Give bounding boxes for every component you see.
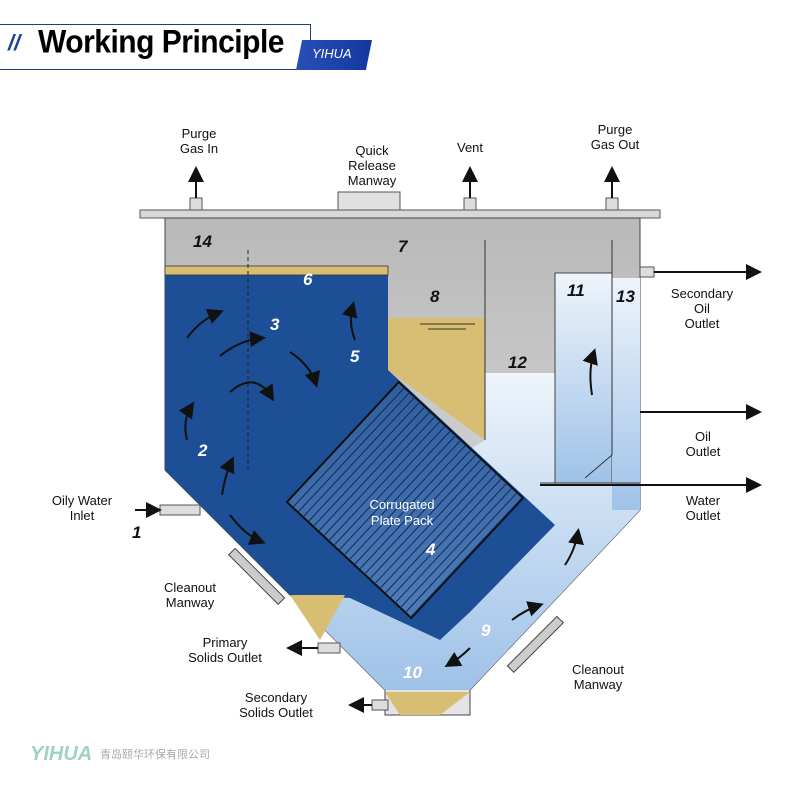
nozzles [135,264,762,713]
label-purge-gas-in: Purge [182,126,217,141]
number-6: 6 [303,270,313,289]
watermark-company: 青岛颐华环保有限公司 [100,747,210,761]
plate-line [343,434,457,556]
plate-line [389,477,503,599]
label-vent: Vent [457,140,483,155]
number-1: 1 [132,523,141,542]
plate-line [328,420,441,542]
number-4: 4 [425,540,436,559]
label-primary-solids-outlet: Solids Outlet [188,650,262,665]
label-oily-water-inlet: Oily Water [52,493,113,508]
plate-line [292,387,405,508]
label-corrugated-plate-pack: Plate Pack [371,513,434,528]
plate-line [394,482,508,604]
label-purge-gas-out: Purge [598,122,633,137]
label-secondary-solids-outlet: Secondary [245,690,308,705]
brand-logo: YIHUA [312,46,352,61]
labels: Purge Gas In Quick Release Manway Vent P… [52,122,734,720]
number-5: 5 [350,347,360,366]
callout-numbers: 1 2 3 4 5 6 7 8 9 10 11 13 12 14 [132,232,635,682]
plate-line [312,406,426,527]
number-14: 14 [193,232,212,251]
watermark-brand: YIHUA [30,743,92,765]
number-11: 11 [567,281,585,300]
label-primary-solids-outlet: Primary [203,635,248,650]
plate-line [297,391,411,513]
label-cleanout-manway-right: Manway [574,677,623,692]
top-nozzles [188,166,620,211]
plate-line [384,473,498,594]
plate-line [410,496,523,618]
number-10: 10 [403,663,422,682]
label-oily-water-inlet: Inlet [70,508,95,523]
number-9: 9 [481,621,491,640]
label-cleanout-manway-right: Cleanout [572,662,624,677]
label-cleanout-manway-left: Manway [166,595,215,610]
label-secondary-solids-outlet: Solids Outlet [239,705,313,720]
label-water-outlet: Water [686,493,721,508]
label-quick-release-manway: Manway [348,173,397,188]
plate-line [358,449,472,570]
number-12: 12 [508,353,527,372]
brand-badge: YIHUA [296,40,372,70]
plate-line [348,439,462,561]
label-secondary-oil-outlet: Secondary [671,286,734,301]
label-water-outlet: Outlet [686,508,721,523]
watermarks: YIHUA 青岛颐华环保有限公司 [30,743,210,765]
number-3: 3 [270,315,280,334]
page-title: Working Principle [38,24,285,61]
plate-line [364,454,477,575]
plate-line [369,458,482,580]
plate-line [317,411,431,532]
label-oil-outlet: Outlet [686,444,721,459]
label-secondary-oil-outlet: Outlet [685,316,720,331]
plate-line [374,463,487,585]
plate-line [302,396,416,518]
plate-line [307,401,421,523]
number-8: 8 [430,287,440,306]
header-slash-icon: // [8,30,21,55]
corrugated-plate-pack [285,380,525,620]
plate-line [353,444,467,566]
plate-line [338,430,452,551]
plate-line [399,487,513,609]
number-2: 2 [197,441,208,460]
plate-line [333,425,446,546]
header-banner [0,24,311,70]
number-7: 7 [398,237,409,256]
label-corrugated-plate-pack: Corrugated [369,497,434,512]
flow-arrows [178,301,598,668]
label-quick-release-manway: Release [348,158,396,173]
label-cleanout-manway-left: Cleanout [164,580,216,595]
label-purge-gas-out: Gas Out [591,137,640,152]
plate-line [323,415,436,537]
label-quick-release-manway: Quick [355,143,389,158]
label-oil-outlet: Oil [695,429,711,444]
label-secondary-oil-outlet: Oil [694,301,710,316]
plate-line [379,468,493,589]
number-13: 13 [616,287,635,306]
plate-line [405,492,518,613]
label-purge-gas-in: Gas In [180,141,218,156]
